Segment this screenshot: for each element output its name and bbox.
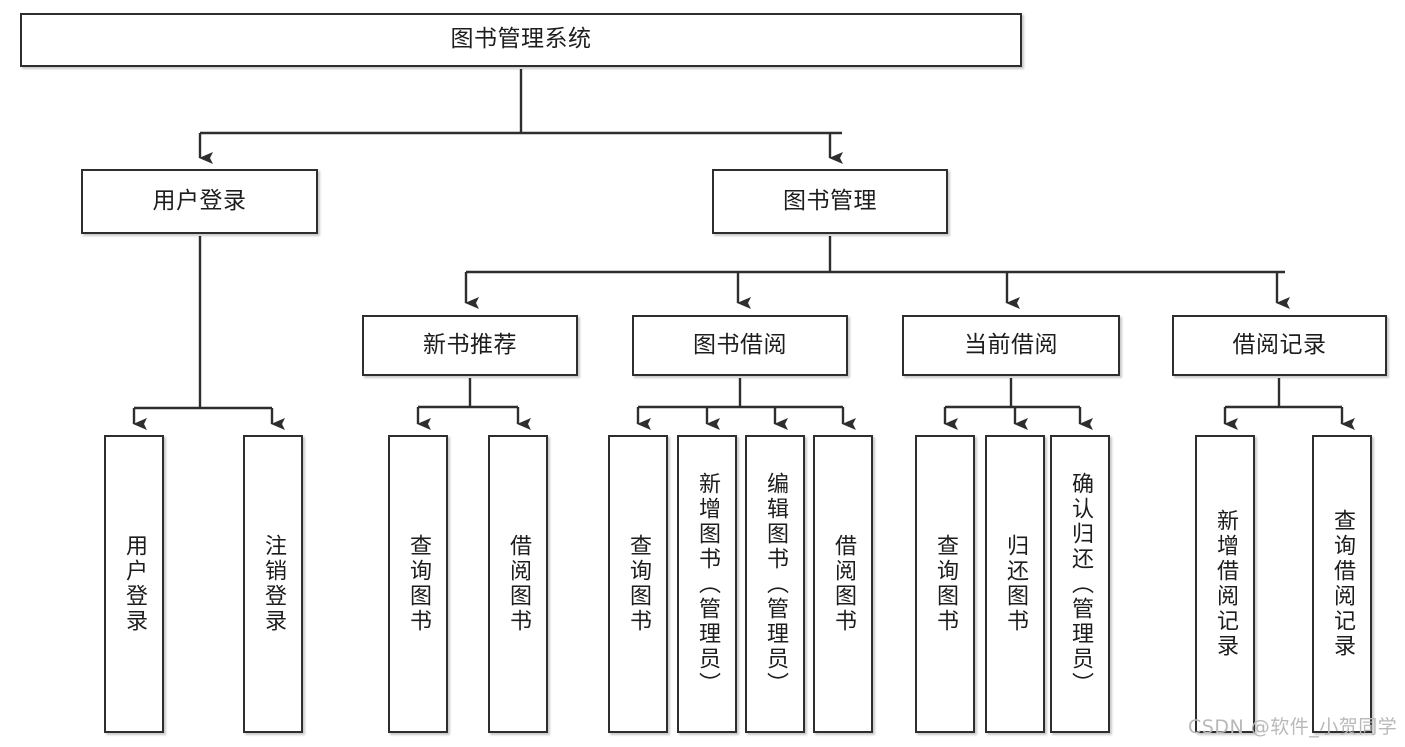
node-new-book-recommend[interactable]: 新书推荐	[362, 315, 578, 376]
node-label: 注销登录	[261, 534, 286, 634]
node-label: 借阅记录	[1232, 331, 1327, 358]
node-label: 用户登录	[122, 534, 147, 634]
node-label: 新书推荐	[423, 331, 517, 358]
node-label: 当前借阅	[964, 331, 1058, 358]
leaf-query-books-borrow[interactable]: 查询图书	[608, 435, 668, 733]
csdn-watermark: CSDN @软件_小贺同学	[1188, 716, 1398, 738]
leaf-borrow-book[interactable]: 借阅图书	[813, 435, 873, 733]
node-label: 借阅图书	[506, 534, 531, 634]
node-label: 查询图书	[626, 534, 651, 634]
node-label: 图书借阅	[693, 331, 787, 358]
node-label: 查询借阅记录	[1330, 509, 1355, 659]
node-user-login[interactable]: 用户登录	[81, 169, 318, 234]
node-label: 用户登录	[152, 187, 247, 214]
leaf-confirm-return-admin[interactable]: 确认归还（管理员）	[1050, 435, 1110, 733]
leaf-user-login[interactable]: 用户登录	[104, 435, 164, 733]
leaf-query-books-new[interactable]: 查询图书	[388, 435, 448, 733]
leaf-borrow-books-new[interactable]: 借阅图书	[488, 435, 548, 733]
leaf-query-books-current[interactable]: 查询图书	[915, 435, 975, 733]
leaf-add-borrow-record[interactable]: 新增借阅记录	[1195, 435, 1255, 733]
leaf-logout[interactable]: 注销登录	[243, 435, 303, 733]
node-borrow-records[interactable]: 借阅记录	[1172, 315, 1387, 376]
node-label: 确认归还（管理员）	[1068, 471, 1093, 697]
node-label: 新增借阅记录	[1213, 509, 1238, 659]
node-label: 借阅图书	[831, 534, 856, 634]
node-root-system[interactable]: 图书管理系统	[20, 13, 1022, 67]
node-current-borrow[interactable]: 当前借阅	[902, 315, 1120, 376]
node-label: 查询图书	[406, 534, 431, 634]
node-label: 编辑图书（管理员）	[763, 471, 788, 697]
node-label: 归还图书	[1003, 534, 1028, 634]
node-label: 新增图书（管理员）	[695, 471, 720, 697]
node-label: 图书管理	[783, 187, 877, 214]
leaf-return-book[interactable]: 归还图书	[985, 435, 1045, 733]
node-book-management[interactable]: 图书管理	[712, 169, 948, 234]
node-label: 查询图书	[933, 534, 958, 634]
leaf-query-borrow-record[interactable]: 查询借阅记录	[1312, 435, 1372, 733]
leaf-edit-book-admin[interactable]: 编辑图书（管理员）	[745, 435, 805, 733]
node-label: 图书管理系统	[450, 26, 592, 53]
leaf-add-book-admin[interactable]: 新增图书（管理员）	[677, 435, 737, 733]
node-book-borrow[interactable]: 图书借阅	[632, 315, 848, 376]
